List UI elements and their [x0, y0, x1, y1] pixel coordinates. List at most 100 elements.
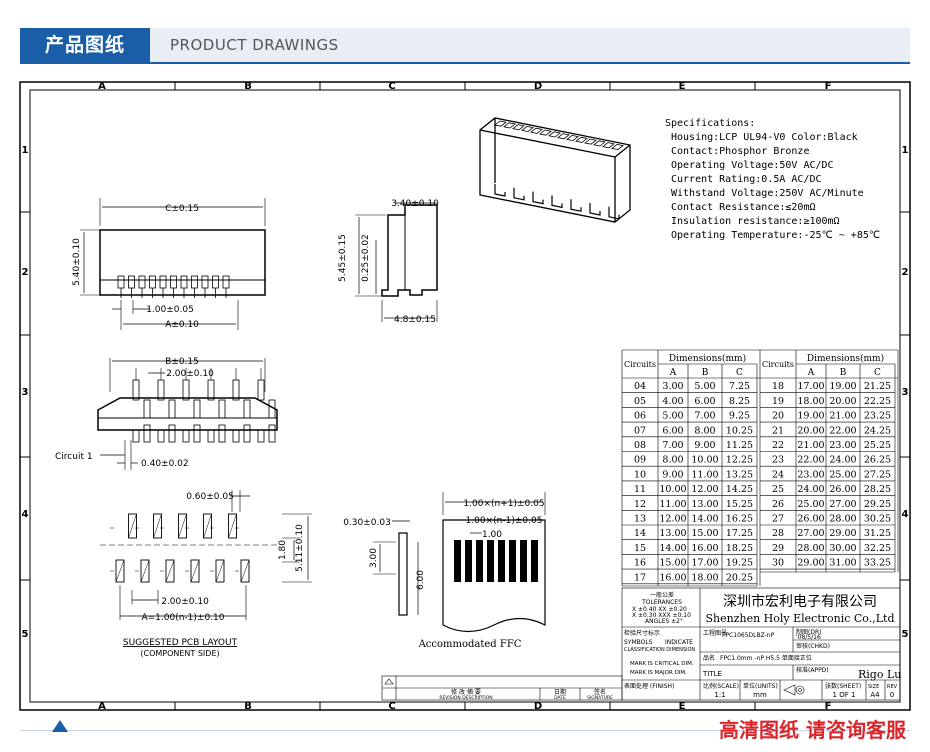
title-block-text: 一般公差 TOLERANCES X ±0.40 XX ±0.20 X ±0.30…: [439, 591, 901, 701]
dim-a: A±0.10: [165, 320, 199, 330]
table-cell: 06: [634, 411, 646, 422]
table-cell: 31.00: [829, 558, 856, 569]
specs-list: Housing:LCP UL94-V0 Color:BlackContact:P…: [671, 132, 880, 241]
table-cell: 15.00: [659, 558, 686, 569]
grid-col-B: B: [244, 81, 252, 92]
dim-pad-180: 1.80: [278, 540, 288, 560]
dim-ffc-300: 3.00: [369, 548, 379, 568]
pcb-pad: [228, 513, 237, 539]
drawing-number: FPC1065DLBZ-nP: [722, 632, 775, 639]
ffc-side-view: [373, 520, 419, 616]
pin: [201, 275, 209, 289]
table-cell: 20.25: [726, 572, 753, 583]
grid-row-1: 1: [22, 145, 29, 156]
mark-major: MARK IS MAJOR DIM.: [630, 670, 687, 676]
dim-thickness-025: 0.25±0.02: [361, 234, 371, 282]
table-cell: 30: [772, 558, 784, 569]
dim-width-340: 3.40±0.10: [391, 199, 439, 209]
table-cell: 30.00: [829, 543, 856, 554]
pcb-pad: [153, 513, 162, 539]
revision-sign-header-en: SIGNATURE: [587, 695, 613, 701]
pin: [222, 275, 230, 289]
table-cell: 7.00: [662, 440, 683, 451]
table-header-B: B: [702, 368, 709, 378]
table-cell: 21: [772, 425, 784, 436]
triangle-icon: [52, 720, 68, 732]
specs-title: Specifications:: [665, 118, 755, 129]
table-cell: 14: [634, 528, 646, 539]
table-cell: 19.25: [726, 558, 753, 569]
side-view: [355, 202, 438, 322]
title-block: [381, 587, 901, 701]
table-cell: 8.00: [662, 455, 683, 466]
table-cell: 6.00: [694, 396, 715, 407]
table-cell: 11.25: [726, 440, 753, 451]
table-cell: 29.00: [797, 558, 824, 569]
table-header-B: B: [840, 368, 847, 378]
table-header-A: A: [669, 368, 677, 378]
table-cell: 08: [634, 440, 646, 451]
table-cell: 14.25: [726, 484, 753, 495]
table-cell: 27.00: [797, 528, 824, 539]
section-header: 产品图纸 PRODUCT DRAWINGS: [20, 28, 910, 62]
table-cell: 16.25: [726, 514, 753, 525]
spec-line: Current Rating:0.5A AC/DC: [671, 174, 822, 185]
table-cell: 5.00: [694, 381, 715, 392]
table-cell: 20.00: [797, 425, 824, 436]
table-cell: 19: [772, 396, 784, 407]
grid-col-D: D: [534, 81, 542, 92]
table-cell: 07: [634, 425, 646, 436]
dim-b: B±0.15: [165, 357, 199, 367]
table-cell: 29.00: [829, 528, 856, 539]
dim-pad-pitch-200: 2.00±0.10: [161, 597, 209, 607]
pcb-pad: [115, 559, 125, 583]
table-header-A: A: [807, 368, 815, 378]
dim-width-48: 4.8±0.15: [394, 315, 436, 325]
table-cell: 21.25: [864, 381, 891, 392]
table-cell: 22.00: [829, 425, 856, 436]
dim-pad-060: 0.60±0.05: [186, 492, 234, 502]
top-view: [97, 358, 278, 470]
section-title-tab: 产品图纸: [20, 28, 150, 62]
product-name: FPC1.0mm -nP H5.5 单面接正位: [720, 654, 812, 662]
grid-row-right-2: 2: [902, 267, 909, 278]
size-value: A4: [870, 691, 880, 699]
revision-desc-header: 修 改 摘 要: [451, 688, 481, 696]
grid-row-2: 2: [22, 267, 29, 278]
table-cell: 24.25: [864, 425, 891, 436]
pcb-pad: [140, 559, 150, 583]
table-cell: 4.00: [662, 396, 683, 407]
inspect-label: 检验尺寸标示: [624, 629, 660, 637]
table-cell: 5.00: [662, 411, 683, 422]
pcb-pad: [240, 559, 250, 583]
tolerance-subtitle: TOLERANCES: [641, 599, 682, 606]
table-cell: 12.00: [691, 484, 718, 495]
grid-col-F: F: [825, 81, 832, 92]
ffc-front-view: [442, 492, 546, 633]
product-label: 品名: [703, 654, 715, 662]
table-cell: 13.00: [659, 528, 686, 539]
table-header-dims: Dimensions(mm): [669, 353, 746, 364]
grid-row-right-3: 3: [902, 387, 909, 398]
table-cell: 11.00: [691, 469, 718, 480]
table-cell: 15.00: [691, 528, 718, 539]
pcb-pad: [178, 513, 187, 539]
table-cell: 6.00: [662, 425, 683, 436]
dim-pad-511: 5.11±0.10: [295, 524, 305, 572]
pin: [149, 275, 156, 289]
table-cell: 14.00: [691, 514, 718, 525]
rev-label: REV: [887, 684, 898, 690]
table-cell: 26.00: [797, 514, 824, 525]
approved-label: 核准(APPD): [796, 666, 829, 674]
table-cell: 12: [634, 499, 646, 510]
spec-line: Operating Temperature:-25℃ ~ +85℃: [671, 230, 880, 241]
table-cell: 25.00: [797, 499, 824, 510]
tolerance-line-3: ANGLES ±2°: [645, 618, 683, 625]
table-header-circuits: Circuits: [624, 360, 656, 369]
table-cell: 13.00: [691, 499, 718, 510]
dim-a-formula: A=1.00(n-1)±0.10: [141, 613, 224, 623]
pcb-layout-title: SUGGESTED PCB LAYOUT: [123, 638, 238, 648]
table-cell: 9.00: [694, 440, 715, 451]
grid-row-right-1: 1: [902, 145, 909, 156]
